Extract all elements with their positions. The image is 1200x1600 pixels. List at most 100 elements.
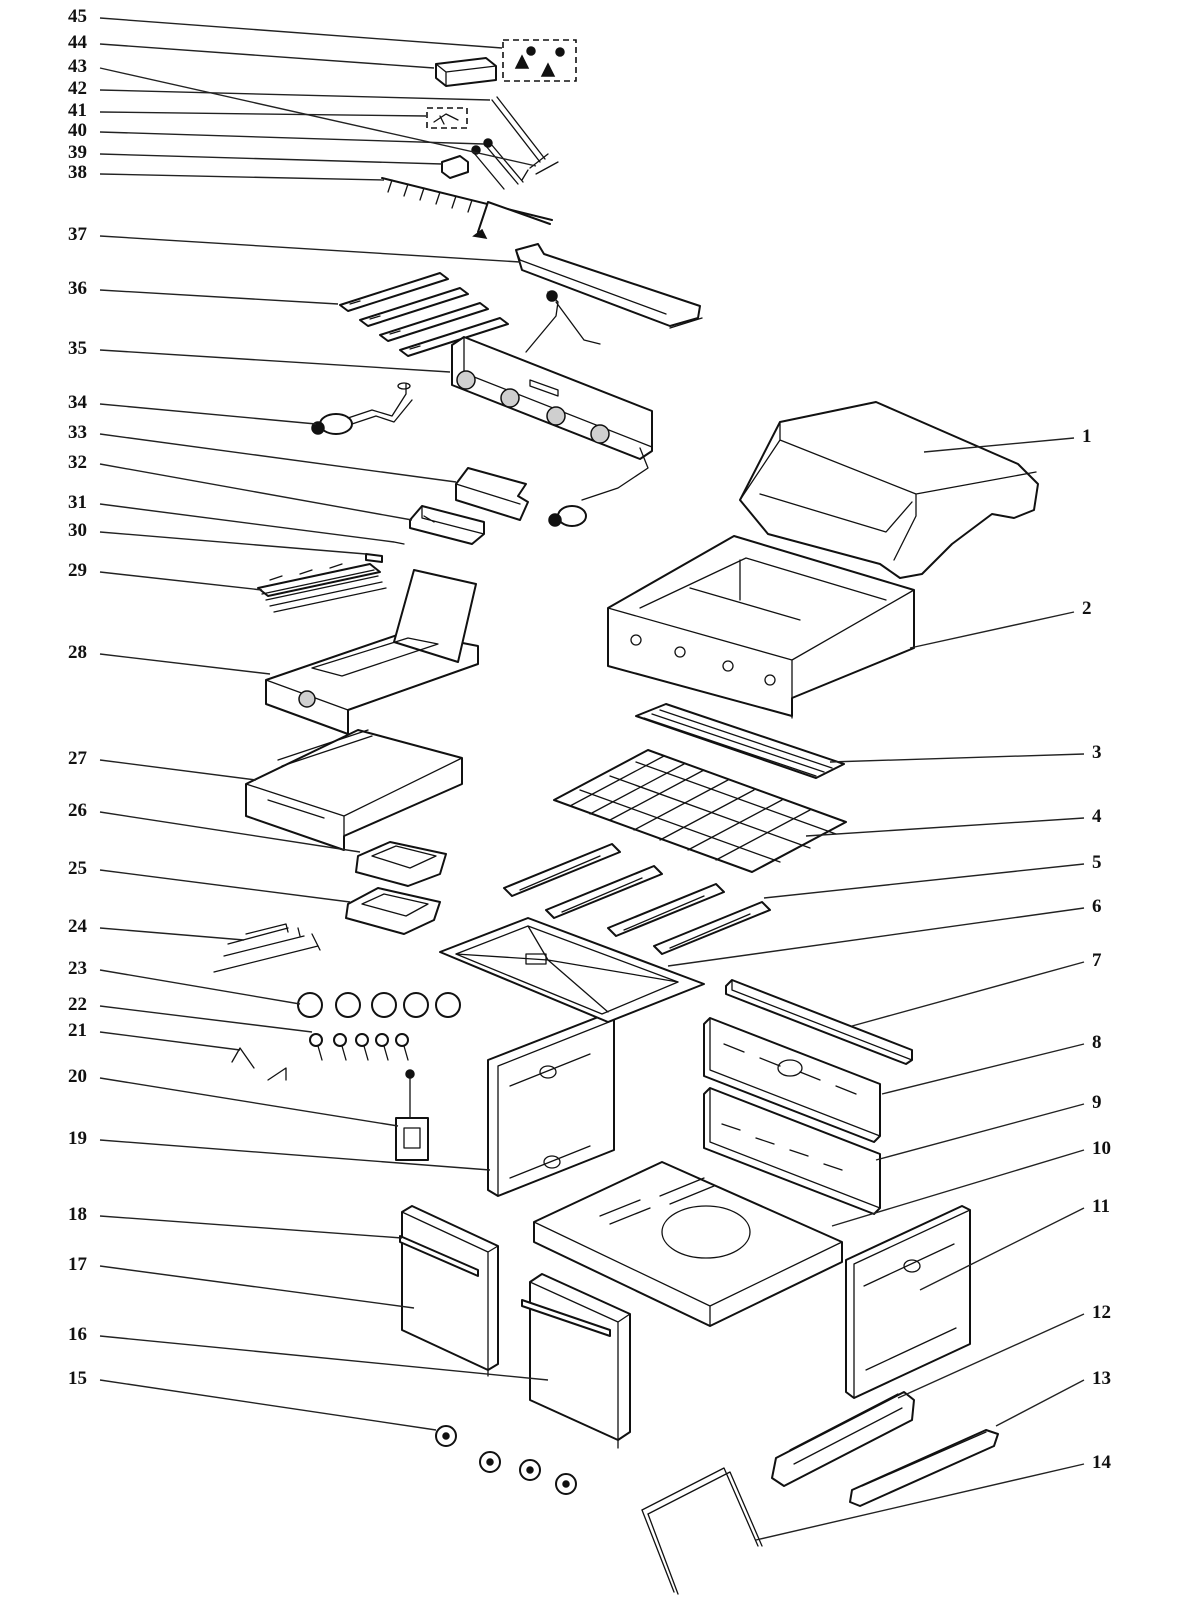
callout-number-38: 38 (68, 162, 87, 183)
leader-line-14 (755, 1463, 1085, 1541)
callout-number-31: 31 (68, 492, 87, 513)
part-43-rotisserie-fork (491, 96, 559, 181)
callout-number-8: 8 (1092, 1032, 1102, 1053)
callout-number-17: 17 (68, 1254, 88, 1275)
callout-number-9: 9 (1092, 1092, 1102, 1113)
leader-line-5 (763, 863, 1085, 899)
leader-line-43 (99, 67, 537, 167)
leader-line-15 (99, 1379, 437, 1431)
part-25-grease-pan (345, 887, 441, 935)
part-16-right-door (521, 1273, 631, 1449)
part-20-ignition-module (395, 1069, 429, 1161)
callout-number-22: 22 (68, 994, 87, 1015)
part-6-bottom-heat-tray (439, 917, 705, 1023)
part-45-knob-feet (502, 39, 577, 82)
leader-line-12 (897, 1313, 1085, 1399)
callout-number-26: 26 (68, 800, 87, 821)
part-12-front-trim-left (771, 1391, 915, 1487)
callout-number-34: 34 (68, 392, 88, 413)
leader-line-8 (881, 1043, 1085, 1095)
callout-number-27: 27 (68, 748, 88, 769)
callout-number-25: 25 (68, 858, 87, 879)
callout-number-4: 4 (1092, 806, 1102, 827)
part-29-side-burner-grate (257, 563, 387, 613)
callout-number-6: 6 (1092, 896, 1102, 917)
callout-number-1: 1 (1082, 426, 1092, 447)
part-3-warming-rack (635, 703, 845, 779)
part-39-motor-bracket (441, 145, 505, 190)
leader-line-38 (99, 173, 385, 181)
part-1-lid (739, 401, 1039, 579)
leader-line-9 (875, 1103, 1085, 1161)
leader-line-27 (99, 759, 257, 781)
callout-number-10: 10 (1092, 1138, 1111, 1159)
part-17-left-door (401, 1205, 499, 1377)
callout-number-36: 36 (68, 278, 87, 299)
callout-number-23: 23 (68, 958, 87, 979)
callout-number-12: 12 (1092, 1302, 1111, 1323)
callout-number-2: 2 (1082, 598, 1092, 619)
leader-line-13 (995, 1379, 1085, 1427)
part-8-rear-panel-upper (703, 1017, 881, 1143)
callout-number-33: 33 (68, 422, 87, 443)
leader-line-4 (805, 817, 1085, 837)
part-4-cooking-grates (553, 749, 847, 873)
part-24-brackets (213, 923, 321, 973)
leader-line-11 (919, 1207, 1085, 1291)
callout-number-19: 19 (68, 1128, 87, 1149)
part-22-valves (309, 1033, 409, 1061)
leader-line-19 (99, 1139, 491, 1171)
leader-line-35 (99, 349, 451, 373)
leader-line-2 (909, 611, 1075, 649)
leader-line-40 (99, 131, 485, 145)
part-33-heat-shield (455, 467, 529, 521)
part-2-firebox (607, 535, 915, 719)
part-34-gas-pipe (311, 382, 413, 435)
leader-line-42 (99, 89, 491, 101)
part-30-clip (365, 553, 383, 563)
leader-line-26 (99, 811, 361, 853)
part-26-drip-tray (355, 841, 447, 887)
leader-line-33 (99, 433, 457, 483)
callout-number-24: 24 (68, 916, 88, 937)
callout-number-37: 37 (68, 224, 88, 245)
leader-line-45 (99, 17, 503, 49)
callout-number-3: 3 (1092, 742, 1102, 763)
leader-line-10 (831, 1149, 1085, 1227)
part-18-door-handle (399, 1235, 479, 1277)
part-14-towel-bar (641, 1467, 763, 1595)
callout-number-29: 29 (68, 560, 87, 581)
leader-line-6 (667, 907, 1085, 967)
callout-number-18: 18 (68, 1204, 87, 1225)
part-40-rod (483, 138, 524, 185)
leader-line-30 (99, 531, 367, 555)
leader-line-3 (829, 753, 1085, 763)
part-21-brackets (231, 1047, 287, 1081)
callout-number-41: 41 (68, 100, 87, 121)
part-38-spit-rod (381, 177, 553, 239)
leader-line-44 (99, 43, 435, 69)
part-35-control-panel (451, 290, 653, 527)
callout-layer: 1234567891011121314151617181920212223242… (68, 6, 1112, 1541)
leader-line-31 (99, 503, 395, 543)
callout-number-43: 43 (68, 56, 87, 77)
part-37-lid-handle (515, 243, 703, 329)
part-13-front-trim-right (849, 1429, 999, 1507)
callout-number-5: 5 (1092, 852, 1102, 873)
callout-number-11: 11 (1092, 1196, 1110, 1217)
callout-number-35: 35 (68, 338, 87, 359)
part-28-side-burner (265, 569, 479, 735)
callout-number-45: 45 (68, 6, 87, 27)
part-7-rear-rail (725, 979, 913, 1065)
callout-number-15: 15 (68, 1368, 87, 1389)
part-23-control-knobs (297, 992, 461, 1018)
leader-line-34 (99, 403, 317, 425)
part-31-pin (393, 541, 405, 545)
leader-line-28 (99, 653, 271, 675)
part-27-side-shelf (245, 729, 463, 851)
callout-number-7: 7 (1092, 950, 1102, 971)
leader-line-21 (99, 1031, 241, 1051)
leader-line-23 (99, 969, 301, 1005)
callout-number-13: 13 (1092, 1368, 1111, 1389)
callout-number-14: 14 (1092, 1452, 1112, 1473)
